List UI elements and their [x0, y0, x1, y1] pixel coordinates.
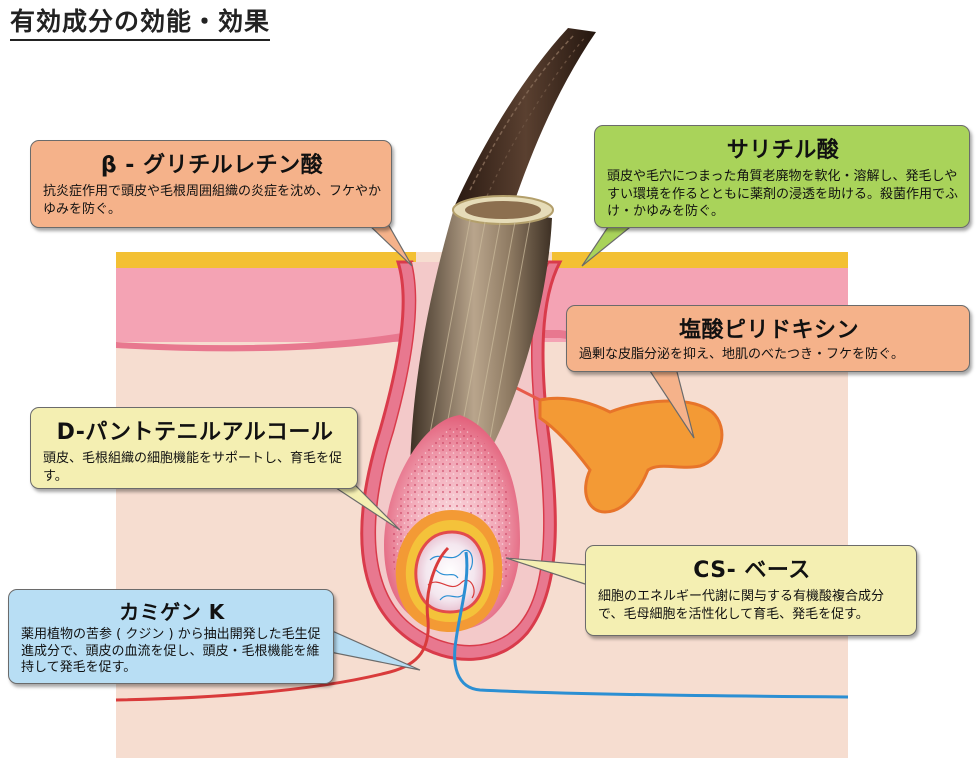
callout-title: β - グリチルレチン酸 [100, 153, 324, 178]
callout-kamigen-k: カミゲン K 薬用植物の苦参 ( クジン ) から抽出開発した毛生促進成分で、頭… [8, 589, 334, 684]
callout-salicylic-acid: サリチル酸 頭皮や毛穴につまった角質老廃物を軟化・溶解し、発毛しやすい環境を作る… [594, 125, 970, 228]
hair-root [410, 205, 552, 470]
callout-title: CS- ベース [693, 558, 811, 583]
callout-description: 頭皮や毛穴につまった角質老廃物を軟化・溶解し、発毛しやすい環境を作るとともに薬剤… [607, 169, 959, 220]
vein-vessel [453, 551, 849, 699]
callout-description: 薬用植物の苦参 ( クジン ) から抽出開発した毛生促進成分で、頭皮の血流を促し… [21, 627, 321, 676]
callout-pyridoxine-hydrochloride: 塩酸ピリドキシン 過剰な皮脂分泌を抑え、地肌のべたつき・フケを防ぐ。 [566, 305, 970, 372]
sebaceous-gland [538, 396, 724, 514]
page-title: 有効成分の効能・効果 [10, 2, 271, 41]
callout-title: D-パントテニルアルコール [56, 420, 334, 445]
callout-beta-glycyrrhetinic-acid: β - グリチルレチン酸 抗炎症作用で頭皮や毛根周囲組織の炎症を沈め、フケやかゆ… [30, 140, 392, 228]
callout-cs-base: CS- ベース 細胞のエネルギー代謝に関与する有機酸複合成分で、毛母細胞を活性化… [585, 545, 917, 636]
artery-vessel [115, 546, 450, 702]
callout-description: 細胞のエネルギー代謝に関与する有機酸複合成分で、毛母細胞を活性化して育毛、発毛を… [598, 589, 885, 622]
callout-title: 塩酸ピリドキシン [678, 318, 859, 343]
callout-description: 抗炎症作用で頭皮や毛根周囲組織の炎症を沈め、フケやかゆみを防ぐ。 [43, 184, 382, 217]
callout-title: カミゲン K [119, 600, 225, 624]
callout-description: 頭皮、毛根組織の細胞機能をサポートし、育毛を促す。 [43, 451, 343, 484]
hair-shaft [455, 28, 596, 215]
callout-description: 過剰な皮脂分泌を抑え、地肌のべたつき・フケを防ぐ。 [579, 347, 905, 362]
callout-d-panthenol: D-パントテニルアルコール 頭皮、毛根組織の細胞機能をサポートし、育毛を促す。 [30, 407, 358, 489]
callout-title: サリチル酸 [726, 138, 840, 163]
skin-surface [116, 252, 416, 268]
